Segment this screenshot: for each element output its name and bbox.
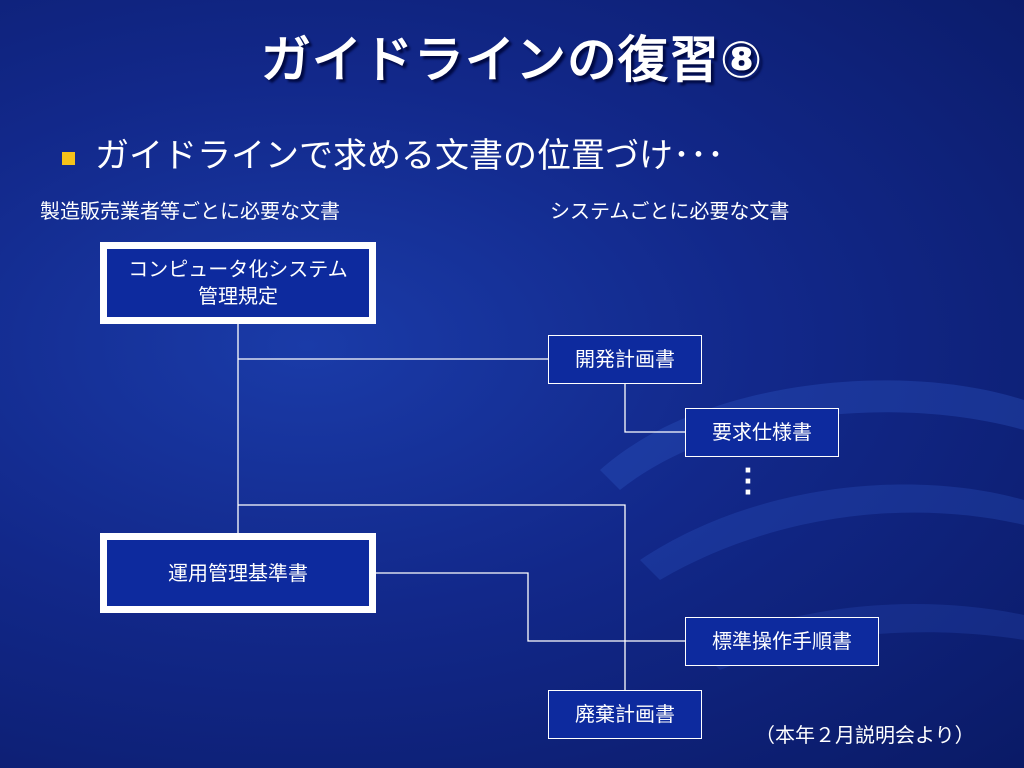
connector-to-disposal [238, 504, 626, 690]
node-csv-policy: コンピュータ化システム 管理規定 [100, 242, 376, 324]
bullet-text: ガイドラインで求める文書の位置づけ･･･ [95, 136, 724, 176]
ellipsis-vertical: ··· [743, 456, 753, 508]
bullet-square-icon [62, 151, 75, 165]
connector-dev-to-requirements [624, 384, 685, 433]
slide-title: ガイドラインの復習⑧ [260, 31, 764, 89]
caption-system-docs: システムごとに必要な文書 [550, 199, 790, 223]
bullet-point: ガイドラインで求める文書の位置づけ･･･ [62, 134, 724, 178]
node-csv-policy-label: コンピュータ化システム 管理規定 [128, 257, 348, 308]
node-requirements-label: 要求仕様書 [712, 420, 812, 444]
node-ops-standard-label: 運用管理基準書 [168, 560, 308, 585]
node-dev-plan: 開発計画書 [548, 335, 702, 384]
caption-company-docs: 製造販売業者等ごとに必要な文書 [40, 199, 340, 223]
source-note: （本年２月説明会より） [755, 723, 975, 747]
node-ops-standard: 運用管理基準書 [100, 533, 376, 613]
connector-ops-to-sop [374, 572, 685, 642]
node-sop-label: 標準操作手順書 [712, 629, 852, 653]
node-dev-plan-label: 開発計画書 [575, 347, 675, 371]
node-requirements: 要求仕様書 [685, 408, 839, 457]
node-disposal-plan-label: 廃棄計画書 [575, 702, 675, 726]
node-disposal-plan: 廃棄計画書 [548, 690, 702, 739]
node-sop: 標準操作手順書 [685, 617, 879, 666]
